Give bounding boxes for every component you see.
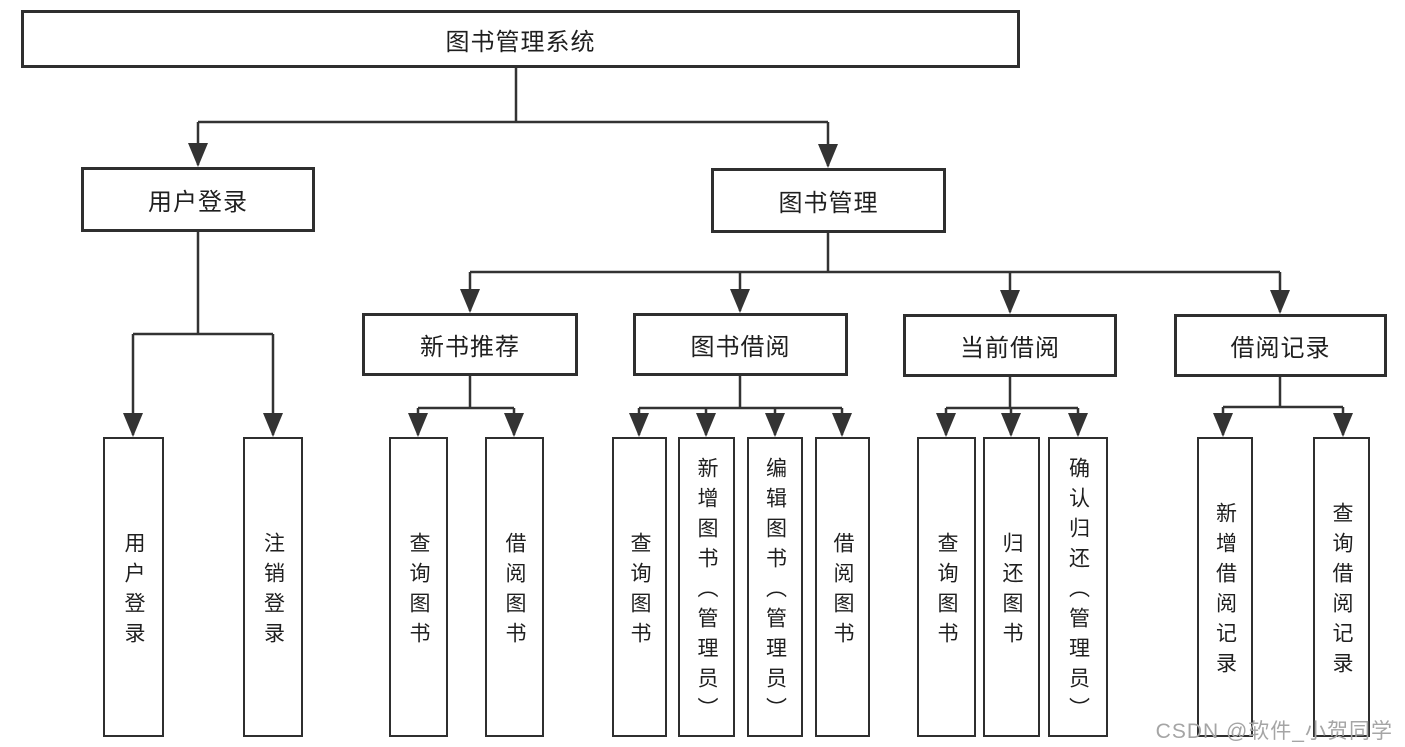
node-system-root: 图书管理系统 xyxy=(21,10,1020,68)
leaf-user-login-label: 用户登录 xyxy=(122,531,145,652)
leaf-newbooks-query-label: 查询图书 xyxy=(407,531,430,652)
node-user-login-label: 用户登录 xyxy=(148,189,248,216)
leaf-current-query-label: 查询图书 xyxy=(935,531,958,652)
leaf-newbooks-query: 查询图书 xyxy=(389,437,448,737)
node-book-mgmt-label: 图书管理 xyxy=(778,190,879,217)
node-borrow-records: 借阅记录 xyxy=(1174,314,1387,377)
connector-current-borrow-trunk xyxy=(946,377,1078,410)
connector-root-trunk xyxy=(198,68,828,124)
leaf-records-query-label: 查询借阅记录 xyxy=(1330,501,1353,682)
leaf-logout-label: 注销登录 xyxy=(261,531,285,652)
node-current-borrow: 当前借阅 xyxy=(903,314,1117,377)
leaf-borrow-query: 查询图书 xyxy=(612,437,667,737)
connector-new-books-trunk xyxy=(418,376,514,410)
connector-book-borrow-trunk xyxy=(639,376,842,410)
connector-user-login-trunk xyxy=(133,232,273,336)
leaf-newbooks-borrow: 借阅图书 xyxy=(485,437,544,737)
leaf-borrow-borrow-label: 借阅图书 xyxy=(831,531,854,652)
connector-borrow-records-trunk xyxy=(1223,377,1343,409)
leaf-current-confirm: 确认归还（管理员） xyxy=(1048,437,1108,737)
leaf-user-login: 用户登录 xyxy=(103,437,164,737)
leaf-records-query: 查询借阅记录 xyxy=(1313,437,1370,737)
node-book-borrow: 图书借阅 xyxy=(633,313,848,376)
leaf-borrow-add-label: 新增图书（管理员） xyxy=(695,456,718,727)
leaf-records-add: 新增借阅记录 xyxy=(1197,437,1253,737)
leaf-borrow-borrow: 借阅图书 xyxy=(815,437,870,737)
connector-book-mgmt-trunk xyxy=(470,233,1280,274)
node-current-borrow-label: 当前借阅 xyxy=(960,335,1060,362)
node-user-login: 用户登录 xyxy=(81,167,315,232)
leaf-borrow-edit: 编辑图书（管理员） xyxy=(747,437,803,737)
leaf-borrow-query-label: 查询图书 xyxy=(628,531,651,652)
node-system-root-label: 图书管理系统 xyxy=(445,28,596,56)
leaf-borrow-edit-label: 编辑图书（管理员） xyxy=(763,456,787,727)
leaf-current-return: 归还图书 xyxy=(983,437,1040,737)
node-book-mgmt: 图书管理 xyxy=(711,168,946,233)
node-new-books-label: 新书推荐 xyxy=(420,334,520,361)
leaf-newbooks-borrow-label: 借阅图书 xyxy=(503,531,526,652)
leaf-records-add-label: 新增借阅记录 xyxy=(1213,501,1237,682)
leaf-current-confirm-label: 确认归还（管理员） xyxy=(1066,456,1090,727)
leaf-logout: 注销登录 xyxy=(243,437,303,737)
leaf-current-query: 查询图书 xyxy=(917,437,976,737)
node-borrow-records-label: 借阅记录 xyxy=(1230,335,1331,362)
node-book-borrow-label: 图书借阅 xyxy=(690,334,791,361)
node-new-books: 新书推荐 xyxy=(362,313,578,376)
csdn-watermark: CSDN @软件_小贺同学 xyxy=(1155,720,1393,743)
leaf-borrow-add: 新增图书（管理员） xyxy=(678,437,735,737)
leaf-current-return-label: 归还图书 xyxy=(1000,531,1023,652)
